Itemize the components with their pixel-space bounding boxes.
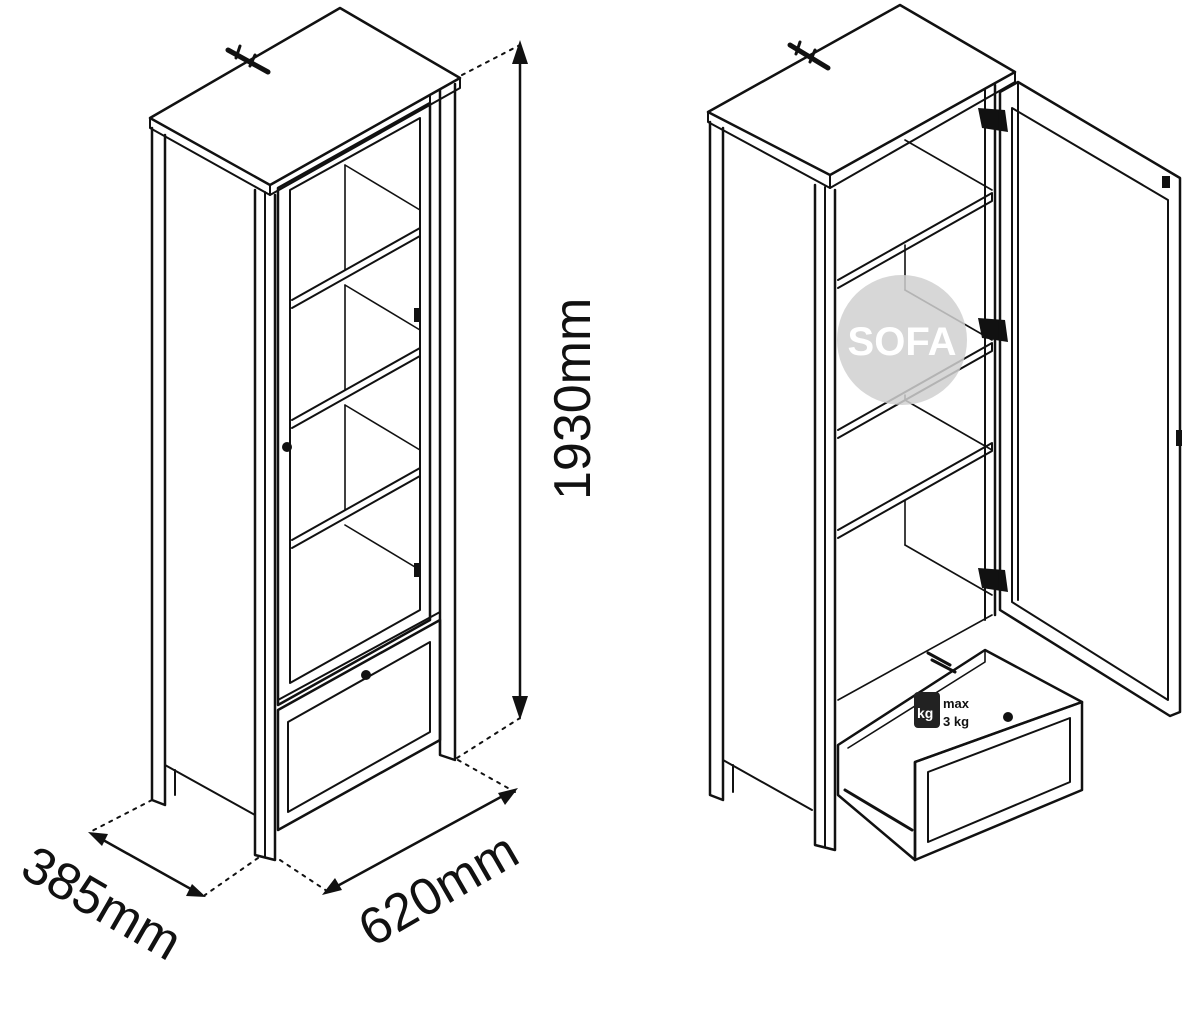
open-glass-door bbox=[998, 80, 1182, 718]
weight-limit-line1: max bbox=[943, 696, 970, 711]
weight-kg-icon: kg bbox=[914, 692, 940, 728]
cabinet-top bbox=[148, 6, 462, 196]
weight-limit-line2: 3 kg bbox=[943, 714, 969, 729]
assembly-hardware-icon bbox=[225, 44, 271, 75]
assembly-hardware-icon bbox=[787, 40, 831, 71]
drawer-load-label: kg max 3 kg bbox=[914, 692, 970, 729]
hinge-icon bbox=[414, 563, 421, 577]
watermark-logo: SOFA bbox=[837, 275, 967, 405]
open-drawer bbox=[836, 648, 1084, 862]
height-label: 1930mm bbox=[544, 298, 602, 500]
width-dimension: 620mm bbox=[279, 759, 528, 958]
cabinet-right-upright bbox=[429, 82, 457, 762]
drawer-runner-icon bbox=[926, 651, 957, 674]
drawer-knob-icon bbox=[361, 670, 371, 680]
hinge-icon bbox=[978, 318, 1008, 342]
width-label: 620mm bbox=[349, 821, 528, 958]
cabinet-front-upright bbox=[253, 188, 277, 862]
open-cabinet-front-upright bbox=[813, 183, 837, 852]
cabinet-shelves bbox=[291, 164, 421, 571]
open-cabinet-left-side bbox=[708, 120, 813, 811]
cabinet-glass-door bbox=[276, 101, 432, 707]
drawer-knob-icon bbox=[1003, 712, 1013, 722]
cabinet-left-side bbox=[150, 126, 256, 816]
hinge-icon bbox=[978, 568, 1008, 592]
door-knob-icon bbox=[282, 442, 292, 452]
door-latch-icon bbox=[1162, 176, 1170, 188]
depth-dimension: 385mm bbox=[12, 799, 259, 972]
open-cabinet-shelves bbox=[837, 139, 993, 701]
drawer-runner-icon bbox=[843, 788, 914, 832]
cabinet-open: kg max 3 kg SOFA bbox=[706, 3, 1182, 862]
cabinet-drawer bbox=[276, 611, 442, 832]
weight-unit-label: kg bbox=[917, 705, 933, 721]
watermark-text: SOFA bbox=[848, 320, 957, 364]
hinge-icon bbox=[414, 308, 421, 322]
height-dimension: 1930mm bbox=[456, 40, 602, 759]
door-knob-icon bbox=[1176, 430, 1182, 446]
open-cabinet-top bbox=[706, 3, 1017, 189]
cabinet-closed: 1930mm 385mm 620mm bbox=[12, 6, 602, 972]
depth-label: 385mm bbox=[12, 835, 191, 972]
hinge-icon bbox=[978, 108, 1008, 132]
